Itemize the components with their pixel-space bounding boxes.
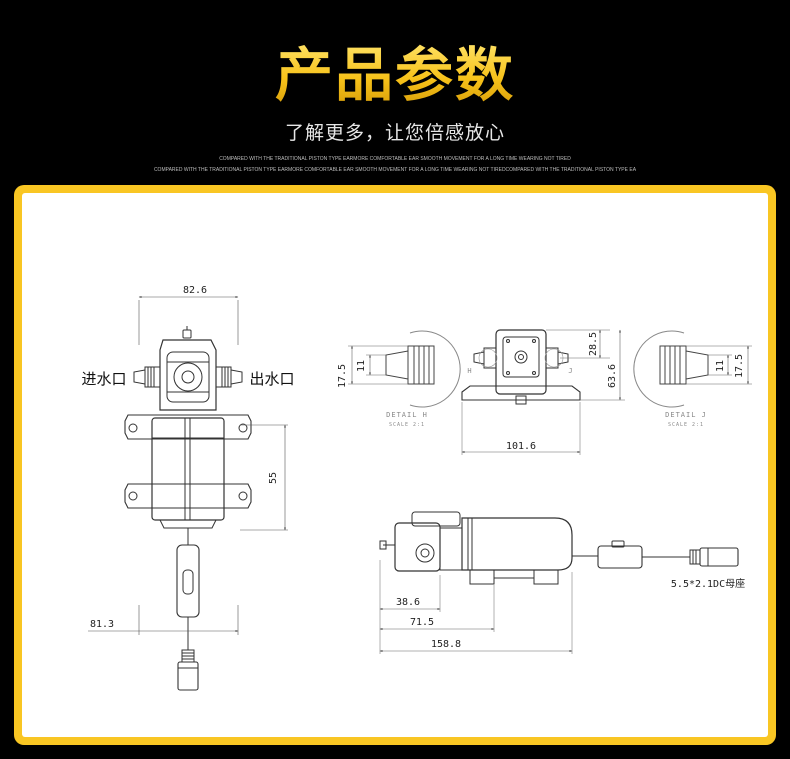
front-width-dimension: 82.6: [183, 285, 207, 296]
page-title: 产品参数: [0, 40, 790, 110]
tagline-line-2: COMPARED WITH THE TRADITIONAL PISTON TYP…: [153, 167, 637, 173]
technical-drawing: 82.6 55 81.3 进水口 出水口 1: [81, 285, 752, 691]
connector-label: 5.5*2.1DC母座: [671, 577, 745, 590]
detail-j-view: [633, 330, 752, 408]
front-view: [88, 296, 288, 691]
tagline-line-1: COMPARED WITH THE TRADITIONAL PISTON TYP…: [219, 156, 571, 162]
detail-h-caption: DETAIL H: [386, 411, 428, 419]
detail-j-inner-dimension: 11: [715, 360, 726, 372]
drawing-frame: 82.6 55 81.3 进水口 出水口 1: [14, 185, 776, 745]
detail-h-outer-dimension: 17.5: [337, 364, 348, 388]
side-dimension-b: 71.5: [410, 617, 434, 628]
inlet-label: 进水口: [81, 370, 126, 388]
top-height-dimension: 63.6: [607, 364, 618, 388]
marker-j: J: [568, 367, 573, 375]
detail-h-inner-dimension: 11: [356, 360, 367, 372]
page-subtitle: 了解更多，让您倍感放心: [284, 122, 505, 144]
front-bottom-dimension: 81.3: [90, 619, 114, 630]
detail-h-view: [348, 330, 461, 408]
outlet-label: 出水口: [249, 370, 294, 388]
side-view: [379, 511, 739, 654]
top-width-dimension: 101.6: [506, 441, 536, 452]
marker-h: H: [467, 367, 472, 375]
drawing-panel: 82.6 55 81.3 进水口 出水口 1: [22, 193, 768, 737]
top-view: [461, 329, 625, 455]
top-port-dimension: 28.5: [588, 332, 599, 356]
detail-j-outer-dimension: 17.5: [734, 354, 745, 378]
detail-h-scale: SCALE 2:1: [389, 422, 425, 428]
side-dimension-a: 38.6: [396, 597, 420, 608]
front-height-dimension: 55: [268, 472, 279, 484]
detail-j-caption: DETAIL J: [665, 411, 707, 419]
detail-j-scale: SCALE 2:1: [668, 422, 704, 428]
side-dimension-c: 158.8: [431, 639, 461, 650]
